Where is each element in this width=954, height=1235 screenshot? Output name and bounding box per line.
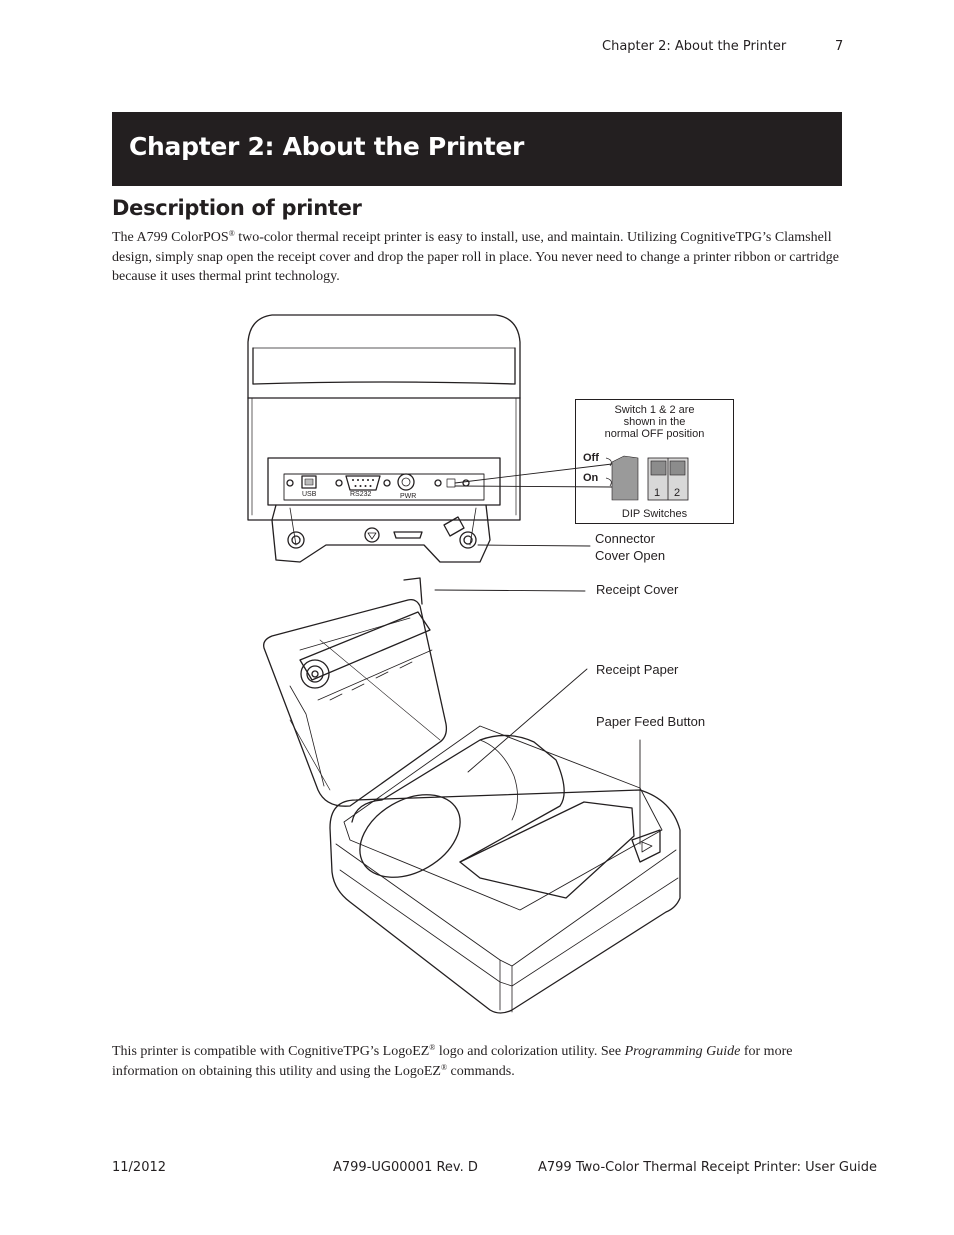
dip-switch-inset: Switch 1 & 2 are shown in the normal OFF… — [575, 399, 734, 524]
programming-guide-reference: Programming Guide — [624, 1044, 741, 1059]
intro-text-2: two-color thermal receipt printer is eas… — [112, 230, 839, 284]
printer-figure: USB RS232 PWR Switch 1 & 2 are shown in … — [0, 300, 954, 1030]
callout-leaders — [434, 463, 641, 845]
receipt-paper-callout: Receipt Paper — [596, 662, 679, 677]
dip-switch-graphic — [605, 455, 689, 501]
connector-cover-callout: Connector Cover Open — [595, 530, 665, 564]
switch-2-label: 2 — [674, 487, 681, 499]
footer-doc-number: A799-UG00001 Rev. D — [333, 1160, 478, 1175]
printer-rear-view — [247, 314, 521, 563]
footer-doc-title: A799 Two-Color Thermal Receipt Printer: … — [538, 1160, 878, 1175]
connector-cover-line-2: Cover Open — [595, 548, 666, 563]
outro-text-4: commands. — [447, 1063, 515, 1079]
printer-open-view — [263, 577, 681, 1014]
paper-feed-button-callout: Paper Feed Button — [596, 714, 706, 729]
dip-note-line-1: Switch 1 & 2 are — [614, 404, 695, 416]
dip-note: Switch 1 & 2 are shown in the normal OFF… — [576, 404, 733, 440]
chapter-banner: Chapter 2: About the Printer — [112, 112, 842, 186]
registered-mark-2: ® — [440, 1062, 448, 1072]
rs232-port-label: RS232 — [350, 491, 372, 498]
intro-text-1: The A799 ColorPOS — [112, 230, 229, 245]
registered-mark: ® — [228, 229, 235, 238]
receipt-cover-callout: Receipt Cover — [596, 582, 679, 597]
connector-cover-line-1: Connector — [595, 531, 655, 546]
switch-1-label: 1 — [654, 487, 661, 499]
registered-mark-1: ® — [429, 1043, 436, 1052]
running-header-title: Chapter 2: About the Printer — [602, 39, 787, 54]
dip-note-line-2: shown in the — [623, 416, 686, 428]
off-label: Off — [583, 452, 599, 464]
outro-text-3: for more information on obtaining this u… — [112, 1044, 793, 1079]
chapter-title: Chapter 2: About the Printer — [129, 132, 525, 161]
dip-note-line-3: normal OFF position — [604, 428, 705, 440]
pwr-port-label: PWR — [400, 493, 417, 500]
usb-port-label: USB — [302, 491, 317, 498]
compatibility-paragraph: This printer is compatible with Cognitiv… — [112, 1042, 842, 1081]
outro-text-2: logo and colorization utility. See — [435, 1044, 625, 1059]
printer-illustration — [247, 314, 681, 1014]
on-label: On — [583, 472, 599, 484]
intro-paragraph: The A799 ColorPOS® two-color thermal rec… — [112, 228, 842, 287]
outro-text-1: This printer is compatible with Cognitiv… — [112, 1044, 430, 1059]
page-number: 7 — [835, 39, 844, 54]
footer-date: 11/2012 — [112, 1160, 167, 1175]
dip-caption: DIP Switches — [621, 508, 688, 520]
section-title: Description of printer — [112, 196, 362, 220]
